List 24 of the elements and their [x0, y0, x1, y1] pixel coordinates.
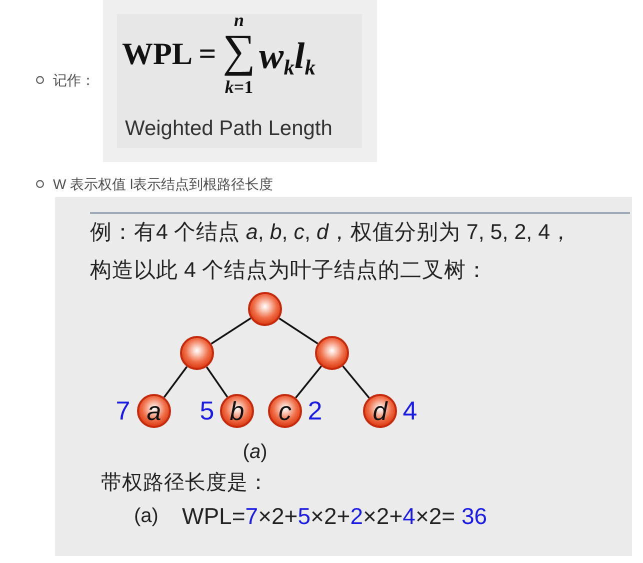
sum-limit: n [234, 10, 244, 30]
weight-label: 2 [308, 396, 322, 426]
weight-label: 4 [402, 396, 418, 426]
weight-label: 5 [200, 396, 214, 426]
example-text: 例：有4 个结点 a, b, c, d，权值分别为 7, 5, 2, 4， [90, 220, 572, 244]
tree-edge [163, 366, 188, 398]
sum-limit: k=1 [224, 78, 254, 96]
tree-edge [210, 317, 252, 345]
wpl-equation: WPL=7×2+5×2+2×2+4×2= 36 [182, 502, 488, 530]
list-text: W 表示权值 l表示结点到根路径长度 [53, 176, 274, 192]
formula-text: w$_{k}$l$_{k}$ [259, 36, 316, 78]
sum-sign: ∑ [222, 28, 256, 74]
weight-label: 7 [116, 396, 130, 426]
example-text: 构造以此 4 个结点为叶子结点的二叉树： [90, 258, 488, 282]
tree-edge [278, 318, 318, 344]
tree-edge [295, 366, 322, 398]
tree-caption: (a) [242, 440, 268, 464]
tree-edge [342, 366, 370, 398]
tree-edge [206, 366, 228, 398]
formula-text: WPL = [122, 36, 216, 72]
formula-caption: Weighted Path Length [125, 116, 332, 142]
example-text: 带权路径长度是： [101, 471, 269, 495]
case-label: (a) [134, 504, 158, 528]
list-text: 记作： [53, 72, 95, 88]
